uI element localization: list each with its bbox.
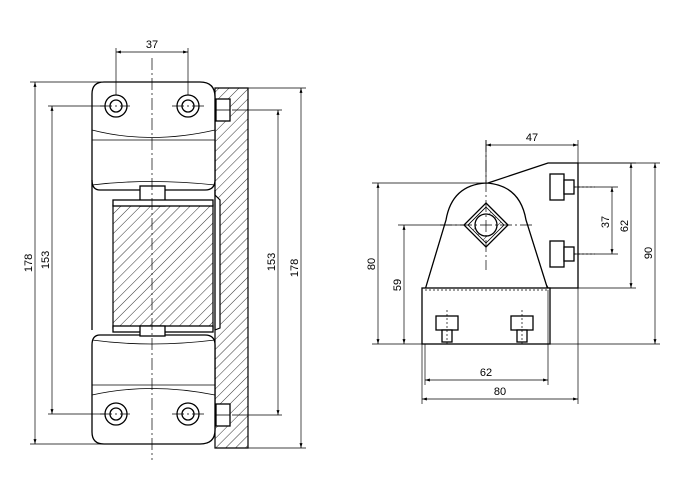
dim-base-width: 80	[494, 386, 506, 398]
dim-side-hole-spacing: 37	[600, 216, 612, 228]
base-screw-left	[435, 310, 459, 344]
hinge-body-section	[112, 204, 214, 329]
side-view: 47 80 59 37 62 90 62 80	[366, 132, 660, 404]
dim-side-height: 80	[366, 258, 378, 270]
side-screw-top	[549, 173, 595, 201]
dim-hole-spacing-right: 153	[266, 253, 278, 271]
hinge-plate-section	[214, 87, 249, 449]
dim-plate-outer: 90	[643, 247, 655, 259]
dim-top-offset: 47	[526, 132, 538, 144]
dim-plate-inner: 62	[619, 220, 631, 232]
dim-base-holes: 62	[480, 367, 492, 379]
dim-pivot-height: 59	[392, 279, 404, 291]
dim-overall-height-right: 178	[289, 259, 301, 277]
dim-top-width: 37	[146, 39, 158, 51]
dim-overall-height-left: 178	[23, 254, 35, 272]
dim-hole-spacing-left: 153	[40, 251, 52, 269]
bottom-knuckle	[91, 334, 216, 445]
base-screw-right	[510, 310, 534, 344]
front-view: 37 178 153 153 178	[23, 39, 306, 460]
